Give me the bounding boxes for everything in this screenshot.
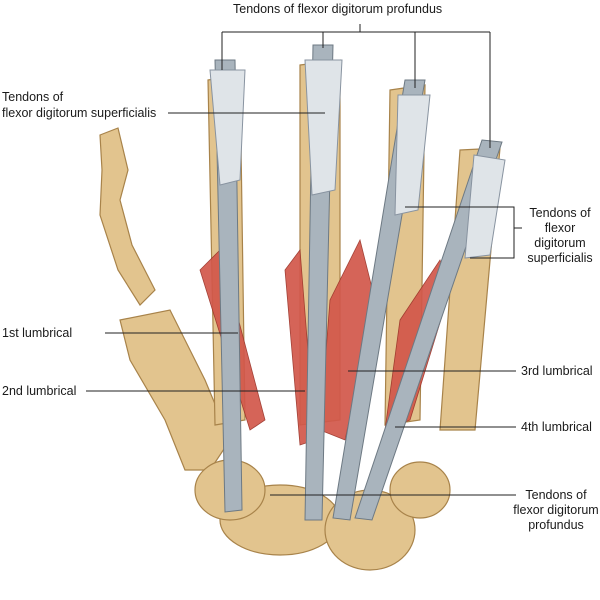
label-line: flexor digitorum — [513, 503, 599, 517]
label-line: Tendons of — [525, 488, 587, 502]
label-superficialis-right: Tendons of flexor digitorum superficiali… — [522, 206, 598, 266]
label-line: superficialis — [527, 251, 593, 265]
label-profundus-top: Tendons of flexor digitorum profundus — [233, 2, 443, 16]
label-3rd-lumbrical: 3rd lumbrical — [521, 364, 593, 378]
leader-lines — [86, 24, 522, 496]
tendon-sheaths — [209, 59, 506, 259]
label-line: Tendons of — [529, 206, 591, 220]
label-profundus-bottom: Tendons of flexor digitorum profundus — [512, 488, 600, 533]
label-4th-lumbrical: 4th lumbrical — [521, 420, 592, 434]
label-line: flexor — [544, 221, 576, 235]
label-2nd-lumbrical: 2nd lumbrical — [2, 384, 77, 398]
label-1st-lumbrical: 1st lumbrical — [2, 326, 73, 340]
label-line: profundus — [528, 518, 584, 532]
label-superficialis-left-line2: flexor digitorum superficialis — [2, 106, 157, 120]
label-superficialis-left-line1: Tendons of — [2, 90, 64, 104]
label-line: digitorum — [534, 236, 586, 250]
